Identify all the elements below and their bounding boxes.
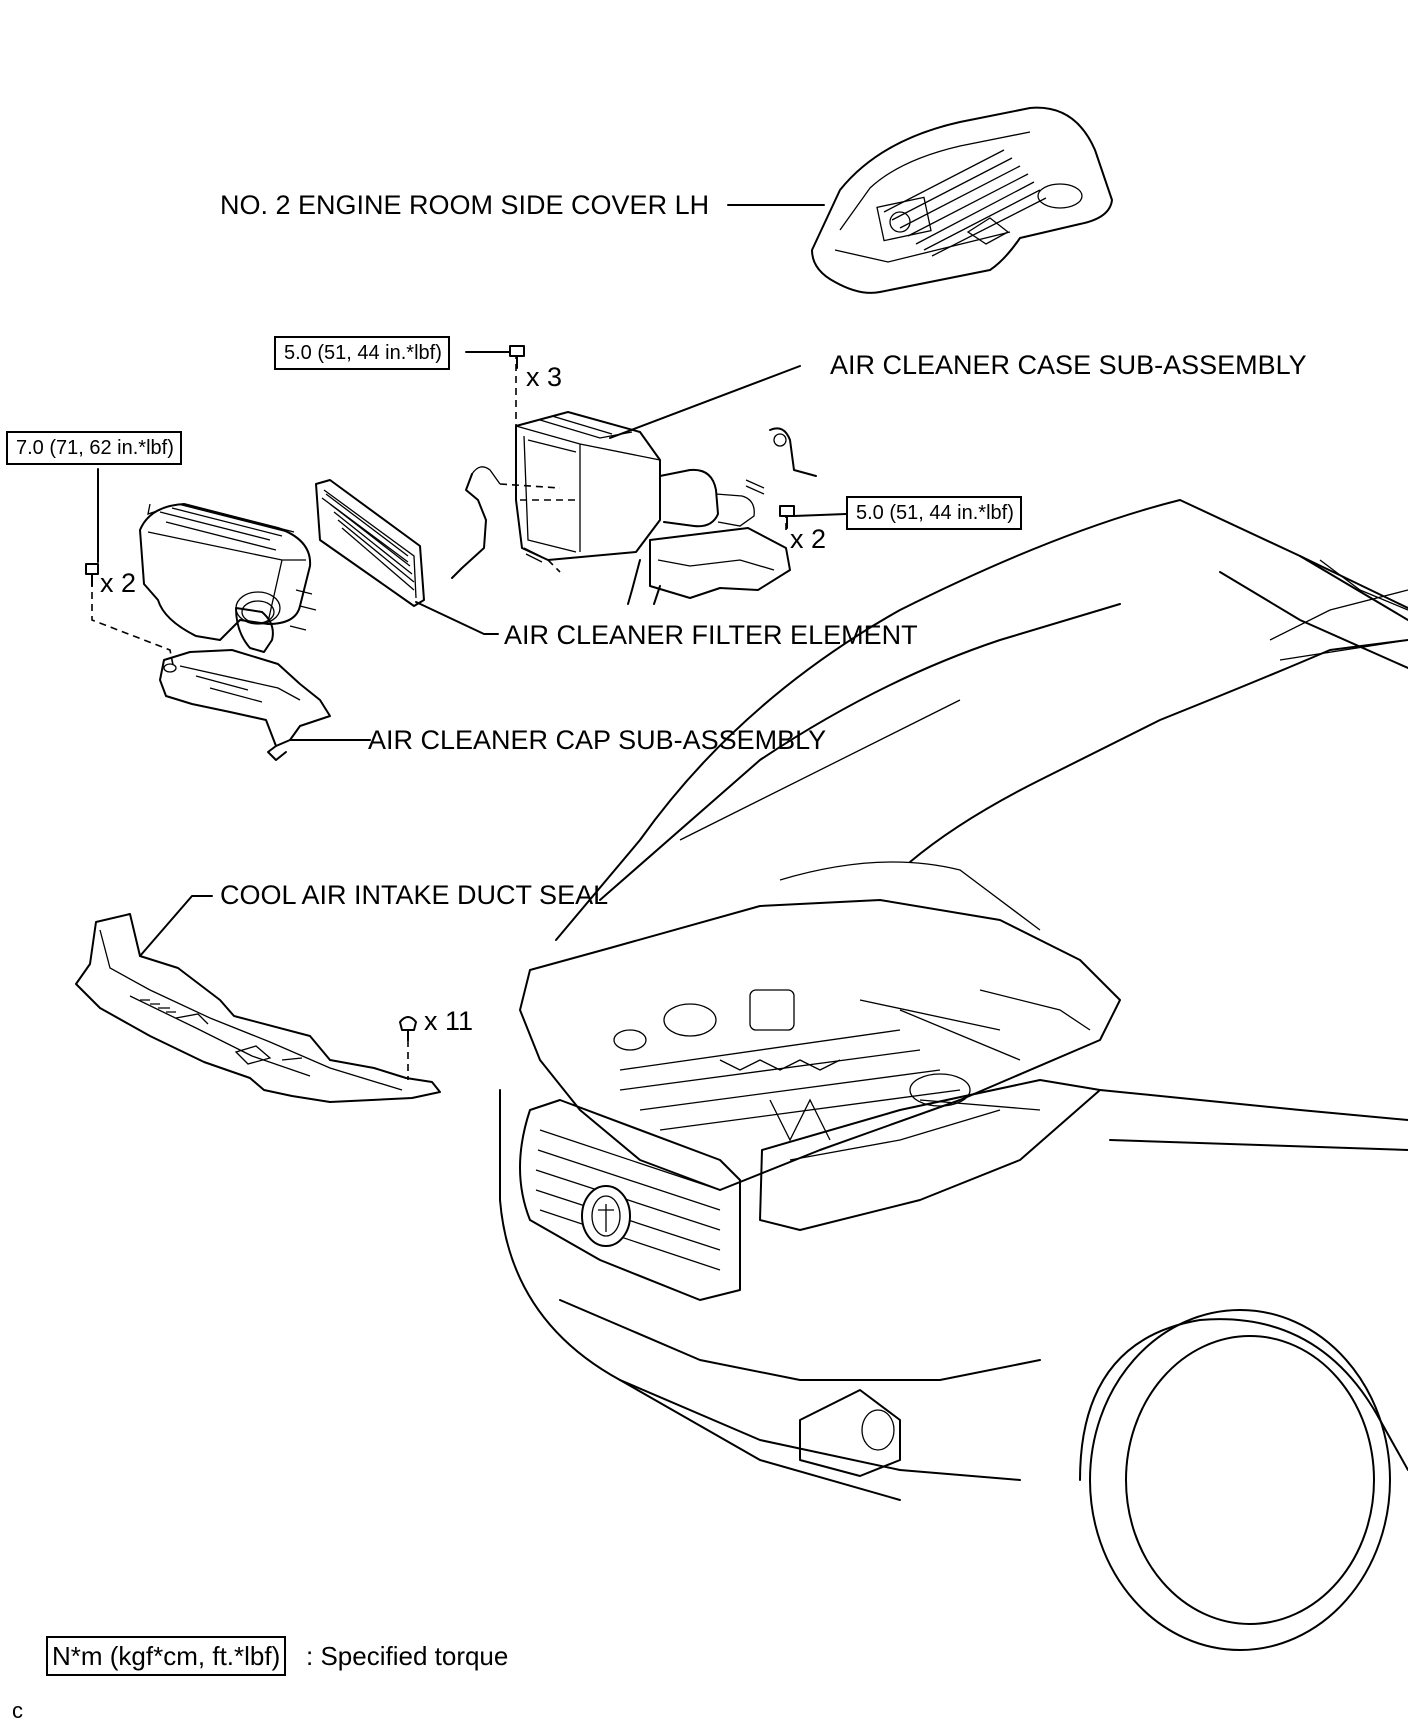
leader-duct-seal — [139, 895, 213, 957]
vehicle-illustration — [499, 499, 1408, 1651]
label-cool-air-intake-duct-seal: COOL AIR INTAKE DUCT SEAL — [220, 880, 609, 910]
torque-box-case-top: 5.0 (51, 44 in.*lbf) — [274, 336, 450, 370]
qty-cap-bolts: x 2 — [100, 568, 137, 598]
torque-box-case-side: 5.0 (51, 44 in.*lbf) — [846, 496, 1022, 530]
leader-case — [609, 365, 801, 439]
label-air-cleaner-case: AIR CLEANER CASE SUB-ASSEMBLY — [830, 350, 1307, 380]
label-engine-room-side-cover: NO. 2 ENGINE ROOM SIDE COVER LH — [220, 190, 710, 220]
duct-seal-illustration — [75, 913, 441, 1103]
bolt-case-side — [779, 505, 795, 529]
label-air-cleaner-filter: AIR CLEANER FILTER ELEMENT — [504, 620, 918, 650]
air-cleaner-cap-illustration — [139, 503, 331, 761]
qty-case-top-bolts: x 3 — [526, 362, 563, 392]
legend-torque-unit-box: N*m (kgf*cm, ft.*lbf) — [46, 1636, 287, 1676]
qty-case-side-bolts: x 2 — [790, 524, 827, 554]
bolt-cap — [85, 563, 99, 587]
leader-filter — [415, 601, 499, 635]
bolt-case-top — [509, 345, 525, 369]
qty-clips: x 11 — [424, 1006, 474, 1036]
clip-icon — [399, 1016, 417, 1041]
engine-cover-illustration — [811, 106, 1113, 294]
torque-box-cap: 7.0 (71, 62 in.*lbf) — [6, 431, 182, 465]
corner-mark: c — [12, 1698, 23, 1723]
label-air-cleaner-cap: AIR CLEANER CAP SUB-ASSEMBLY — [368, 725, 827, 755]
air-cleaner-case-illustration — [451, 411, 817, 605]
filter-element-illustration — [315, 479, 425, 607]
legend-specified-torque: : Specified torque — [306, 1641, 509, 1671]
